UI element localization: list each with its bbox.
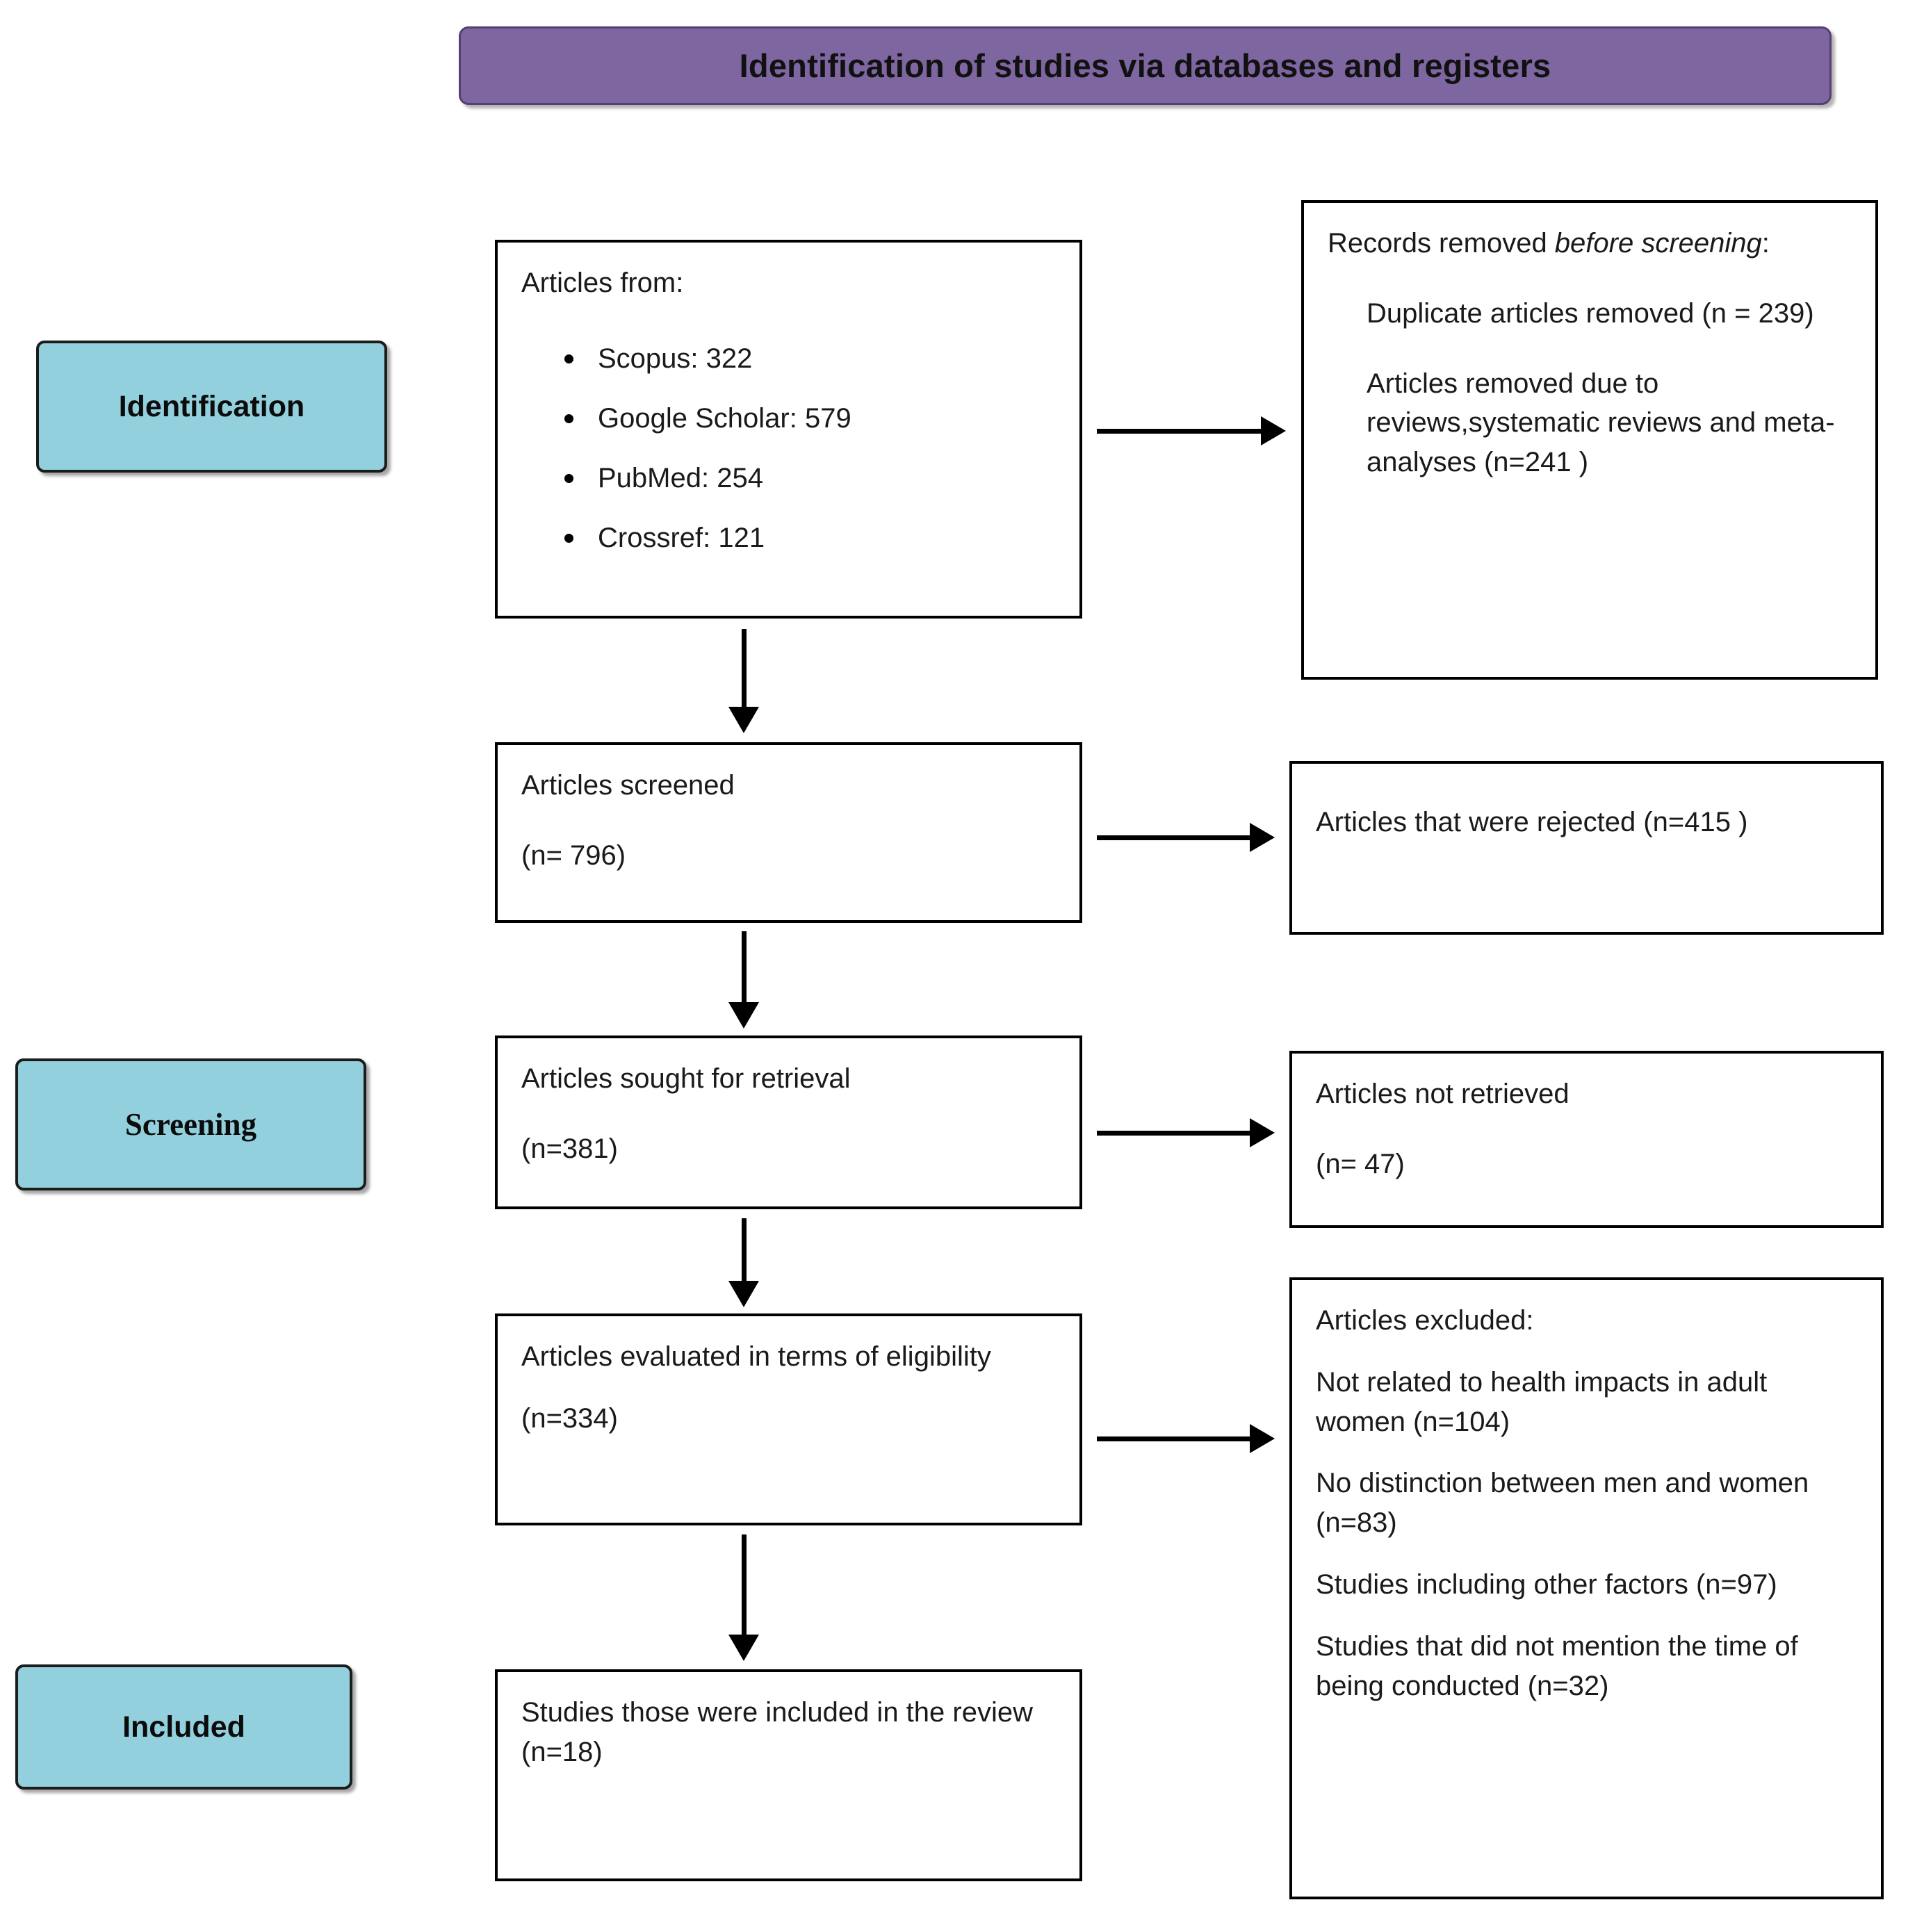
removed-heading-suffix: : bbox=[1761, 228, 1770, 259]
removed-reviews: Articles removed due to reviews,systemat… bbox=[1367, 368, 1835, 478]
excluded-reason: Not related to health impacts in adult w… bbox=[1316, 1366, 1768, 1437]
diagram-header-bar: Identification of studies via databases … bbox=[459, 26, 1832, 105]
notretrieved-count: (n= 47) bbox=[1316, 1148, 1405, 1179]
excluded-reason: Studies that did not mention the time of… bbox=[1316, 1630, 1798, 1701]
stage-included-text: Included bbox=[122, 1710, 245, 1744]
box-articles-excluded: Articles excluded: Not related to health… bbox=[1289, 1277, 1884, 1899]
box-records-removed-before-screening: Records removed before screening: Duplic… bbox=[1301, 200, 1878, 680]
sources-list: Scopus: 322 Google Scholar: 579 PubMed: … bbox=[521, 345, 1056, 552]
box-articles-evaluated-eligibility: Articles evaluated in terms of eligibili… bbox=[495, 1313, 1082, 1525]
page-title: Identification of studies via databases … bbox=[739, 47, 1551, 84]
box-articles-sought-for-retrieval: Articles sought for retrieval (n=381) bbox=[495, 1035, 1082, 1209]
list-item: Crossref: 121 bbox=[564, 524, 1056, 552]
arrow-sought-to-not-retrieved-icon bbox=[1097, 1112, 1275, 1154]
stage-label-included: Included bbox=[15, 1664, 352, 1790]
sought-label: Articles sought for retrieval bbox=[521, 1063, 851, 1094]
box-articles-rejected: Articles that were rejected (n=415 ) bbox=[1289, 761, 1884, 935]
sources-heading: Articles from: bbox=[521, 268, 684, 298]
box-articles-from-sources: Articles from: Scopus: 322 Google Schola… bbox=[495, 240, 1082, 619]
excluded-reason: Studies including other factors (n=97) bbox=[1316, 1569, 1777, 1600]
notretrieved-label: Articles not retrieved bbox=[1316, 1079, 1569, 1109]
screened-label: Articles screened bbox=[521, 770, 735, 801]
excluded-reason: No distinction between men and women (n=… bbox=[1316, 1468, 1809, 1539]
excluded-heading: Articles excluded: bbox=[1316, 1305, 1534, 1336]
removed-heading-italic: before screening bbox=[1554, 228, 1762, 259]
screened-count: (n= 796) bbox=[521, 840, 626, 871]
removed-duplicates: Duplicate articles removed (n = 239) bbox=[1367, 297, 1814, 329]
arrow-sought-to-eligible-icon bbox=[723, 1218, 765, 1307]
stage-identification-text: Identification bbox=[118, 389, 305, 423]
included-label: Studies those were included in the revie… bbox=[521, 1697, 1033, 1767]
box-articles-screened: Articles screened (n= 796) bbox=[495, 742, 1082, 923]
stage-label-screening: Screening bbox=[15, 1058, 366, 1190]
rejected-label: Articles that were rejected (n=415 ) bbox=[1316, 807, 1748, 837]
stage-screening-text: Screening bbox=[124, 1107, 257, 1142]
arrow-sources-to-removed-icon bbox=[1097, 410, 1286, 452]
removed-heading-plain: Records removed bbox=[1328, 228, 1555, 259]
arrow-sources-to-screened-icon bbox=[723, 629, 765, 733]
stage-label-identification: Identification bbox=[36, 341, 387, 473]
arrow-screened-to-rejected-icon bbox=[1097, 817, 1275, 858]
arrow-eligible-to-included-icon bbox=[723, 1534, 765, 1661]
removed-heading: Records removed before screening: bbox=[1328, 224, 1852, 263]
list-item: Google Scholar: 579 bbox=[564, 404, 1056, 432]
list-item: PubMed: 254 bbox=[564, 464, 1056, 492]
sought-count: (n=381) bbox=[521, 1133, 618, 1164]
eligibility-label: Articles evaluated in terms of eligibili… bbox=[521, 1341, 991, 1372]
arrow-eligible-to-excluded-icon bbox=[1097, 1418, 1275, 1459]
eligibility-count: (n=334) bbox=[521, 1402, 618, 1434]
box-studies-included: Studies those were included in the revie… bbox=[495, 1669, 1082, 1881]
list-item: Scopus: 322 bbox=[564, 345, 1056, 373]
box-articles-not-retrieved: Articles not retrieved (n= 47) bbox=[1289, 1051, 1884, 1228]
arrow-screened-to-sought-icon bbox=[723, 931, 765, 1029]
